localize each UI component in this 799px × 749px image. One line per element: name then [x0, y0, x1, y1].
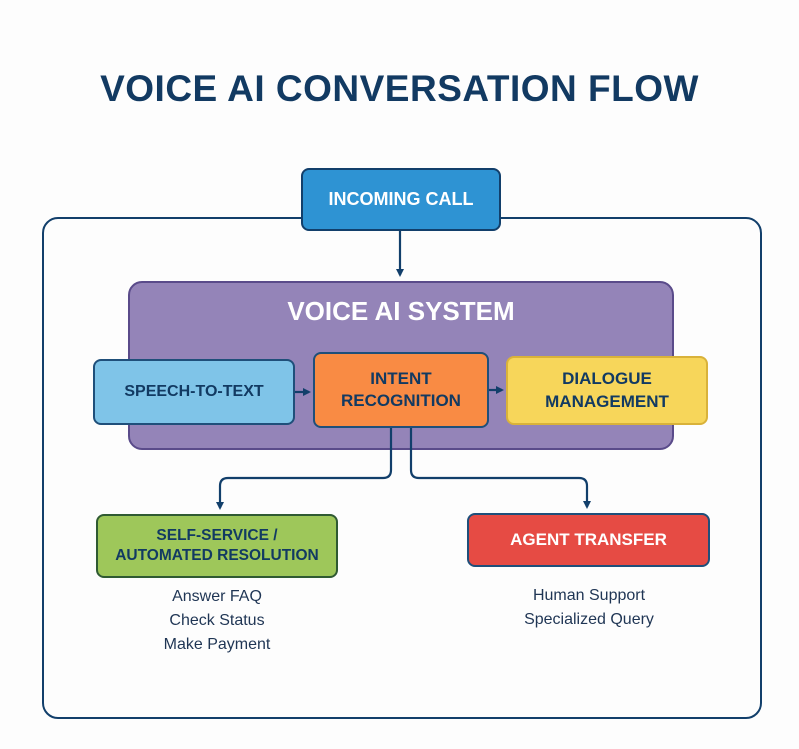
self-service-label-line1: SELF-SERVICE /	[156, 526, 278, 544]
agent-transfer-node: AGENT TRANSFER	[467, 513, 710, 567]
self-service-items: Answer FAQ Check Status Make Payment	[117, 585, 317, 657]
dialogue-management-node: DIALOGUE MANAGEMENT	[506, 356, 708, 425]
self-service-label-line2: AUTOMATED RESOLUTION	[115, 547, 319, 564]
dialogue-management-label-line2: MANAGEMENT	[545, 391, 669, 411]
dialogue-management-label-line1: DIALOGUE	[562, 369, 652, 389]
incoming-call-node: INCOMING CALL	[301, 168, 501, 231]
agent-transfer-item: Human Support	[532, 587, 646, 604]
self-service-item: Make Payment	[163, 636, 271, 653]
arrow-intent-to-agent-transfer	[409, 428, 591, 509]
self-service-item: Answer FAQ	[172, 588, 262, 605]
self-service-node: SELF-SERVICE / AUTOMATED RESOLUTION	[96, 514, 338, 578]
intent-recognition-label-line2: RECOGNITION	[341, 391, 461, 410]
intent-recognition-label-line1: INTENT	[370, 368, 432, 388]
intent-recognition-node: INTENT RECOGNITION	[313, 352, 489, 428]
diagram-title: VOICE AI CONVERSATION FLOW	[100, 68, 699, 109]
voice-ai-system-label: VOICE AI SYSTEM	[287, 296, 515, 326]
agent-transfer-item: Specialized Query	[524, 611, 654, 628]
agent-transfer-label: AGENT TRANSFER	[510, 529, 667, 549]
speech-to-text-node: SPEECH-TO-TEXT	[93, 359, 295, 425]
incoming-call-label: INCOMING CALL	[328, 188, 474, 209]
speech-to-text-label: SPEECH-TO-TEXT	[124, 382, 264, 400]
arrow-intent-to-self-service	[216, 428, 393, 510]
self-service-item: Check Status	[169, 612, 265, 629]
agent-transfer-items: Human Support Specialized Query	[489, 584, 689, 632]
